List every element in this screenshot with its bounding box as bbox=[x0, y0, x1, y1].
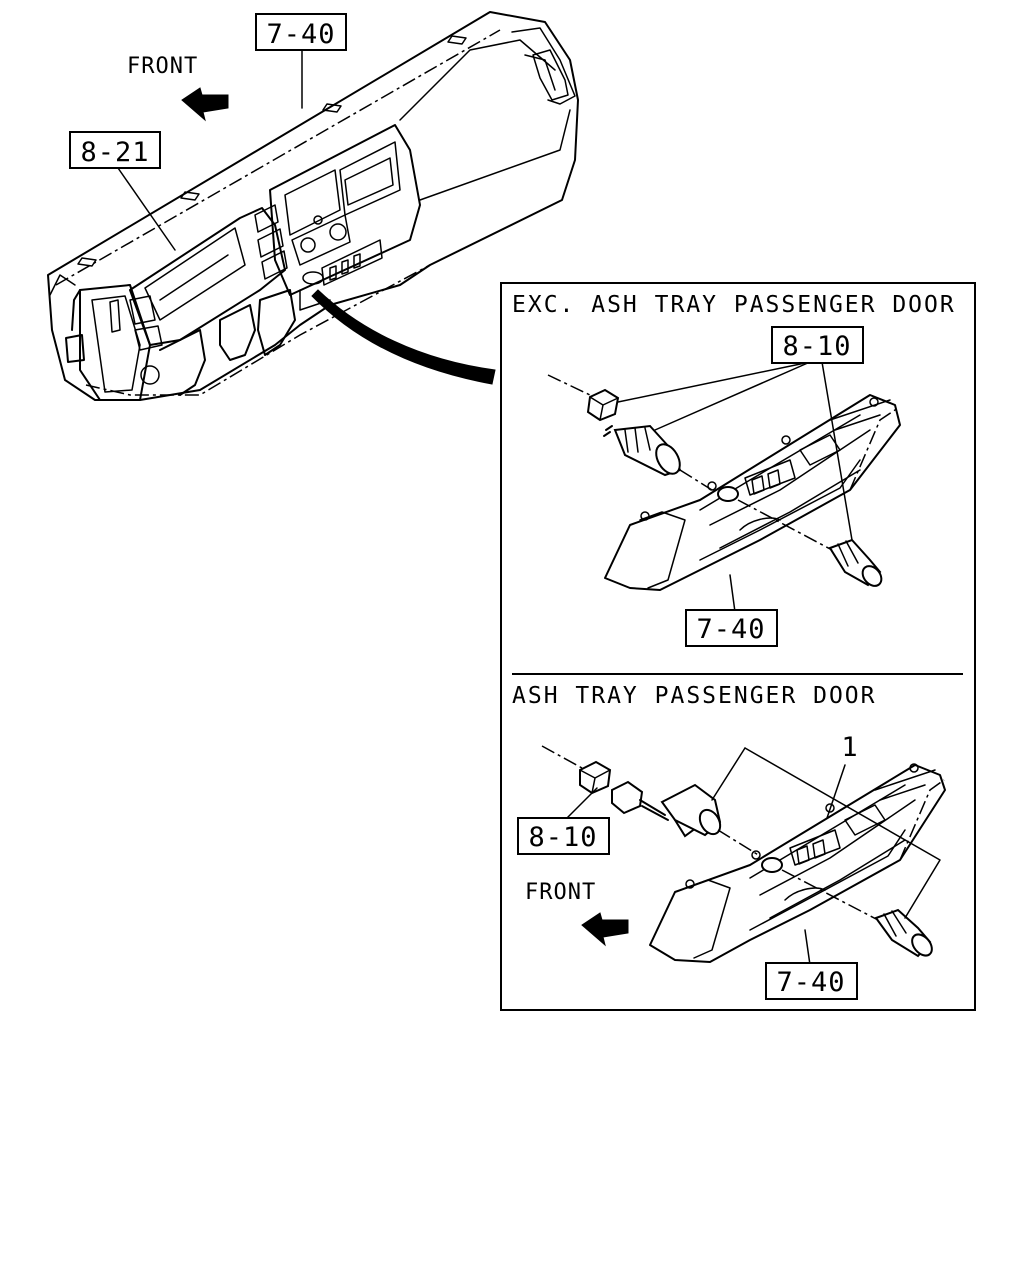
inset-b-centerline-1 bbox=[717, 829, 761, 857]
inset-b-part-number: 1 bbox=[841, 732, 858, 763]
callout-label: 7-40 bbox=[696, 614, 765, 645]
inset-a-callout-7-40: 7-40 bbox=[685, 609, 778, 647]
inset-b-leaders bbox=[566, 747, 941, 966]
inset-frame bbox=[500, 282, 976, 1011]
inset-b-socket-connector bbox=[611, 780, 722, 838]
dashboard-assembly bbox=[47, 11, 579, 401]
callout-label: 8-10 bbox=[528, 822, 597, 853]
callout-8-21: 8-21 bbox=[69, 131, 161, 169]
inset-a-harness bbox=[547, 374, 620, 422]
callout-label: 8-10 bbox=[782, 331, 851, 362]
front-indicator-bottom: FRONT bbox=[525, 880, 629, 947]
inset-b-panel bbox=[649, 763, 946, 963]
callout-label: 7-40 bbox=[266, 19, 335, 50]
inset-b-title: ASH TRAY PASSENGER DOOR bbox=[512, 683, 877, 709]
inset-a-leaders bbox=[617, 361, 853, 613]
inset-b-lighter-plug bbox=[874, 908, 933, 958]
front-indicator-top: FRONT bbox=[127, 54, 229, 122]
inset-a-lighter-socket bbox=[603, 424, 682, 477]
front-arrow-icon bbox=[581, 912, 629, 947]
inset-a-centerline-2 bbox=[737, 499, 833, 551]
inset-b-centerline-2 bbox=[781, 869, 879, 921]
inset-b-harness bbox=[541, 745, 612, 795]
front-label: FRONT bbox=[127, 54, 198, 79]
inset-a-title: EXC. ASH TRAY PASSENGER DOOR bbox=[512, 292, 956, 318]
inset-a-lighter-plug bbox=[828, 538, 883, 587]
callout-label: 8-21 bbox=[80, 137, 149, 168]
callout-label: 7-40 bbox=[776, 967, 845, 998]
front-label: FRONT bbox=[525, 880, 596, 905]
leader-8-21 bbox=[117, 167, 176, 251]
inset-a-centerline-1 bbox=[679, 469, 713, 491]
front-arrow-icon bbox=[181, 87, 229, 122]
callout-7-40-top: 7-40 bbox=[255, 13, 347, 51]
inset-a-callout-8-10: 8-10 bbox=[771, 326, 864, 364]
inset-a-panel bbox=[604, 394, 901, 591]
inset-b-callout-8-10: 8-10 bbox=[517, 817, 610, 855]
inset-b-callout-7-40: 7-40 bbox=[765, 962, 858, 1000]
